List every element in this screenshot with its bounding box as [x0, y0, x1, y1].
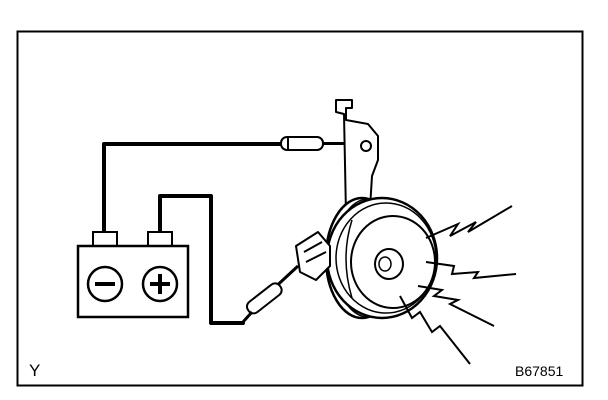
- horn-bracket: [335, 99, 379, 215]
- test-probe-clip-lower: [241, 264, 300, 324]
- plus-icon: [141, 265, 179, 303]
- wire-to-horn-terminal: [158, 194, 245, 325]
- wire-to-horn-bracket: [102, 142, 284, 234]
- horn-connector: [295, 231, 331, 281]
- battery: [76, 231, 190, 319]
- test-probe-clip-upper: [280, 136, 356, 151]
- battery-negative-terminal: [92, 231, 118, 247]
- figure-code: B67851: [515, 363, 564, 379]
- battery-positive-terminal: [147, 231, 173, 247]
- horn: [324, 196, 439, 320]
- sound-wave-icon: [399, 205, 517, 365]
- view-letter: Y: [29, 361, 41, 380]
- horn-center-cap: [378, 256, 392, 272]
- minus-icon: [86, 265, 124, 303]
- bracket-hole: [360, 140, 372, 152]
- figure-frame: [16, 30, 584, 387]
